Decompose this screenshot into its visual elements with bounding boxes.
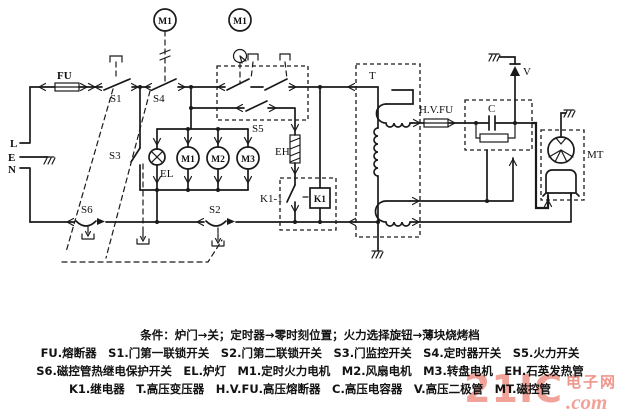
label-line-l: L bbox=[10, 138, 17, 150]
junction-dots bbox=[138, 85, 517, 224]
label-s2: S2 bbox=[209, 204, 221, 216]
fuse-fu: FU bbox=[54, 70, 80, 92]
magnetron-mt: MT bbox=[540, 109, 604, 201]
label-c: C bbox=[488, 103, 495, 115]
label-t: T bbox=[369, 70, 376, 82]
heater-eh: EH bbox=[275, 134, 301, 164]
hv-fuse: H.V.FU bbox=[411, 104, 466, 128]
caption-line-4: K1.继电器 T.高压变压器 H.V.FU.高压熔断器 C.高压电容器 V.高压… bbox=[68, 382, 552, 396]
label-line-n: N bbox=[8, 164, 16, 176]
ground-symbol bbox=[43, 156, 56, 165]
caption-line-3: S6.磁控管热继电保护开关 EL.炉灯 M1.定时火力电机 M2.风扇电机 M3… bbox=[36, 364, 584, 378]
label-s3: S3 bbox=[109, 150, 121, 162]
transformer-t: T bbox=[355, 63, 421, 259]
relay-k1: K1 bbox=[279, 177, 337, 231]
switch-s1: S1 bbox=[103, 78, 131, 105]
ground-symbol bbox=[563, 109, 576, 118]
door-actuator-icon bbox=[81, 226, 95, 240]
timer-motor-m1-right: M1 bbox=[228, 8, 252, 32]
label-m2: M2 bbox=[211, 155, 225, 165]
label-m1-top-left: M1 bbox=[158, 17, 172, 27]
label-line-e: E bbox=[8, 152, 15, 164]
label-k1-1: K1-1 bbox=[260, 193, 283, 205]
switch-s5: S5 bbox=[216, 65, 309, 135]
switch-s4: S4 bbox=[151, 78, 177, 105]
switch-s3: S3 bbox=[109, 147, 141, 163]
label-s5: S5 bbox=[252, 123, 264, 135]
switch-s6: S6 bbox=[75, 204, 105, 227]
ground-symbol bbox=[488, 53, 501, 62]
label-fu: FU bbox=[57, 70, 72, 82]
caption-line-1: 条件：炉门→关；定时器→零时刻位置；火力选择旋钮→薄块烧烤档 bbox=[140, 328, 480, 342]
label-m3: M3 bbox=[241, 155, 255, 165]
label-k1: K1 bbox=[314, 195, 326, 205]
hv-capacitor-c: C bbox=[464, 99, 533, 151]
caption-line-2: FU.熔断器 S1.门第一联锁开关 S2.门第二联锁开关 S3.门监控开关 S4… bbox=[40, 346, 580, 360]
label-s4: S4 bbox=[153, 93, 165, 105]
oven-lamp-el: EL bbox=[148, 148, 174, 180]
label-s1: S1 bbox=[110, 93, 122, 105]
label-mt: MT bbox=[587, 149, 604, 161]
mains-input: L E N bbox=[8, 86, 56, 223]
door-linkage bbox=[61, 30, 291, 263]
timer-motor-m1-left: M1 bbox=[153, 8, 177, 32]
motor-m2: M2 bbox=[206, 146, 230, 170]
door-actuator-icon bbox=[136, 231, 150, 245]
watermark: 21IC 电子网 .com bbox=[464, 367, 617, 414]
motor-m1: M1 bbox=[176, 146, 200, 170]
label-s6: S6 bbox=[81, 204, 93, 216]
ground-symbol bbox=[371, 250, 384, 259]
label-m1: M1 bbox=[181, 155, 195, 165]
motor-m3: M3 bbox=[236, 146, 260, 170]
hv-output-wiring bbox=[409, 121, 572, 223]
label-hvfu: H.V.FU bbox=[419, 104, 453, 116]
label-v: V bbox=[523, 66, 531, 78]
watermark-cn: 电子网 bbox=[565, 373, 617, 391]
label-m1-top-right: M1 bbox=[233, 17, 247, 27]
relay-contact-k1-1: K1-1 bbox=[260, 184, 311, 205]
switch-s2: S2 bbox=[205, 204, 235, 227]
watermark-com: .com bbox=[565, 390, 608, 414]
watermark-21ic: 21IC bbox=[464, 367, 563, 411]
label-eh: EH bbox=[275, 146, 290, 158]
hv-diode-v: V bbox=[488, 53, 531, 124]
label-el: EL bbox=[160, 168, 174, 180]
